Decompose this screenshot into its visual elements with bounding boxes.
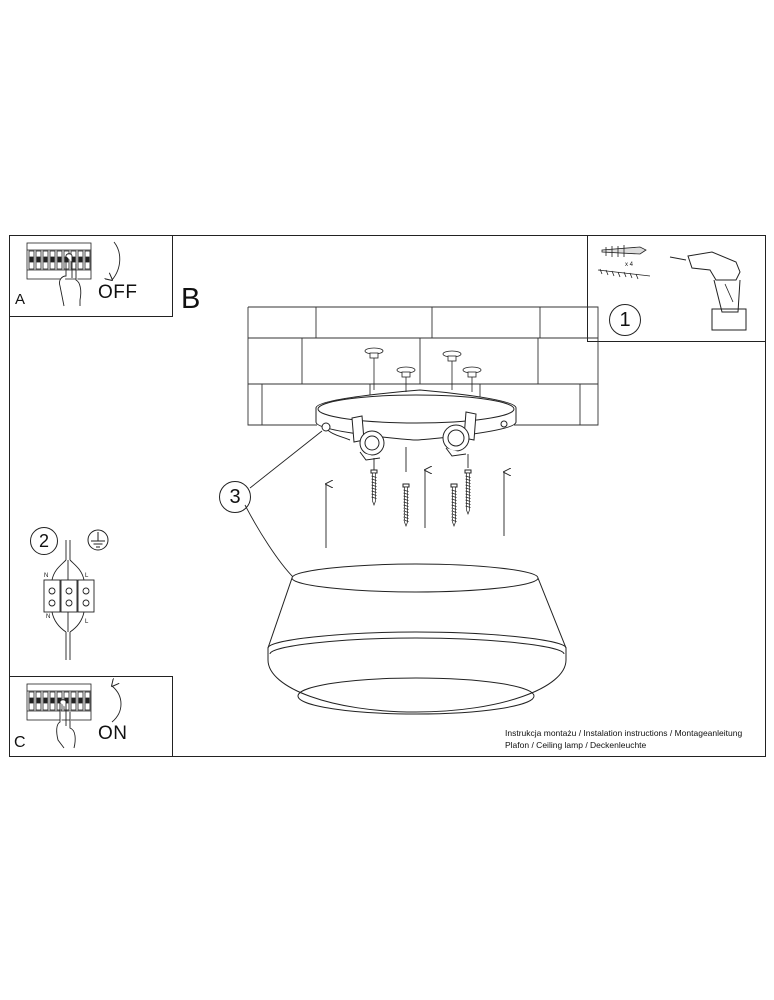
breaker-toggle [29,697,34,704]
breaker-switch [49,250,56,270]
screw-icon [403,486,409,527]
breaker-switch [35,250,42,270]
live-label-bottom: L [85,619,89,625]
rotate-arrow-icon [112,241,121,280]
breaker-toggle [71,697,76,704]
lamp-socket [351,415,385,461]
ceiling-slab [247,306,599,426]
breaker-toggle [64,256,69,263]
wall-plug-icon [364,347,482,392]
rotate-arrow-icon [112,686,122,723]
terminal-block-icon [43,579,95,613]
screw-head [402,483,410,488]
caption-block: Instrukcja montażu / Instalation instruc… [505,727,742,751]
caption-line-1: Instrukcja montażu / Instalation instruc… [505,728,743,738]
breaker-switch [28,250,35,270]
breaker-switch [42,691,49,711]
panel-a-box [9,235,173,317]
caption-line-2: Plafon / Ceiling lamp / Deckenleuchte [505,740,647,750]
breaker-switch [84,691,91,711]
switch-off-label: OFF [98,282,138,303]
earth-ground-icon [87,529,109,551]
breaker-switch [35,691,42,711]
quantity-label: x 4 [625,262,634,268]
screw-icon [597,268,651,280]
breaker-toggle [85,256,90,263]
breaker-toggle [85,697,90,704]
breaker-switch [56,250,63,270]
breaker-toggle [43,697,48,704]
breaker-toggle [50,697,55,704]
hand-icon [59,253,82,307]
breaker-toggle [43,256,48,263]
panel-1-box [587,235,766,342]
panel-c-box [9,676,173,757]
breaker-switch [77,691,84,711]
neutral-label-top: N [44,573,49,579]
breaker-switch [42,250,49,270]
panel-c-letter: C [14,734,26,751]
breaker-switch [84,250,91,270]
breaker-switch [77,250,84,270]
panel-b-letter: B [181,283,201,315]
screw-head [464,469,472,474]
screw-icon [371,472,377,506]
step-3-badge: 3 [219,481,251,513]
screws-group [370,469,472,527]
breaker-toggle [29,256,34,263]
breaker-panel-icon [26,683,92,721]
breaker-toggle [57,256,62,263]
breaker-toggle [36,256,41,263]
breaker-toggle [36,697,41,704]
screw-head [370,469,378,474]
step-2-badge: 2 [30,527,58,555]
screw-head [450,483,458,488]
wiring-lines [51,540,85,660]
step-1-badge: 1 [609,304,641,336]
switch-on-label: ON [98,723,128,744]
breaker-toggle [78,256,83,263]
lamp-socket [442,411,477,457]
panel-a-letter: A [15,291,26,308]
lamp-shade [267,563,567,715]
neutral-label-bottom: N [46,614,51,620]
screw-icon [465,472,471,515]
breaker-switch [28,691,35,711]
hand-icon [56,699,76,749]
breaker-switch [63,250,70,270]
ceiling-canopy [315,389,517,441]
breaker-panel-icon [26,242,92,280]
wall-plug-icon [601,245,647,257]
assembly-arrows [326,447,504,548]
live-label-top: L [85,573,89,579]
screw-icon [451,486,457,527]
outer-frame [9,235,766,757]
breaker-toggle [50,256,55,263]
breaker-toggle [78,697,83,704]
leader-lines [244,430,323,579]
drill-icon [669,251,747,331]
breaker-switch [70,691,77,711]
breaker-switch [49,691,56,711]
